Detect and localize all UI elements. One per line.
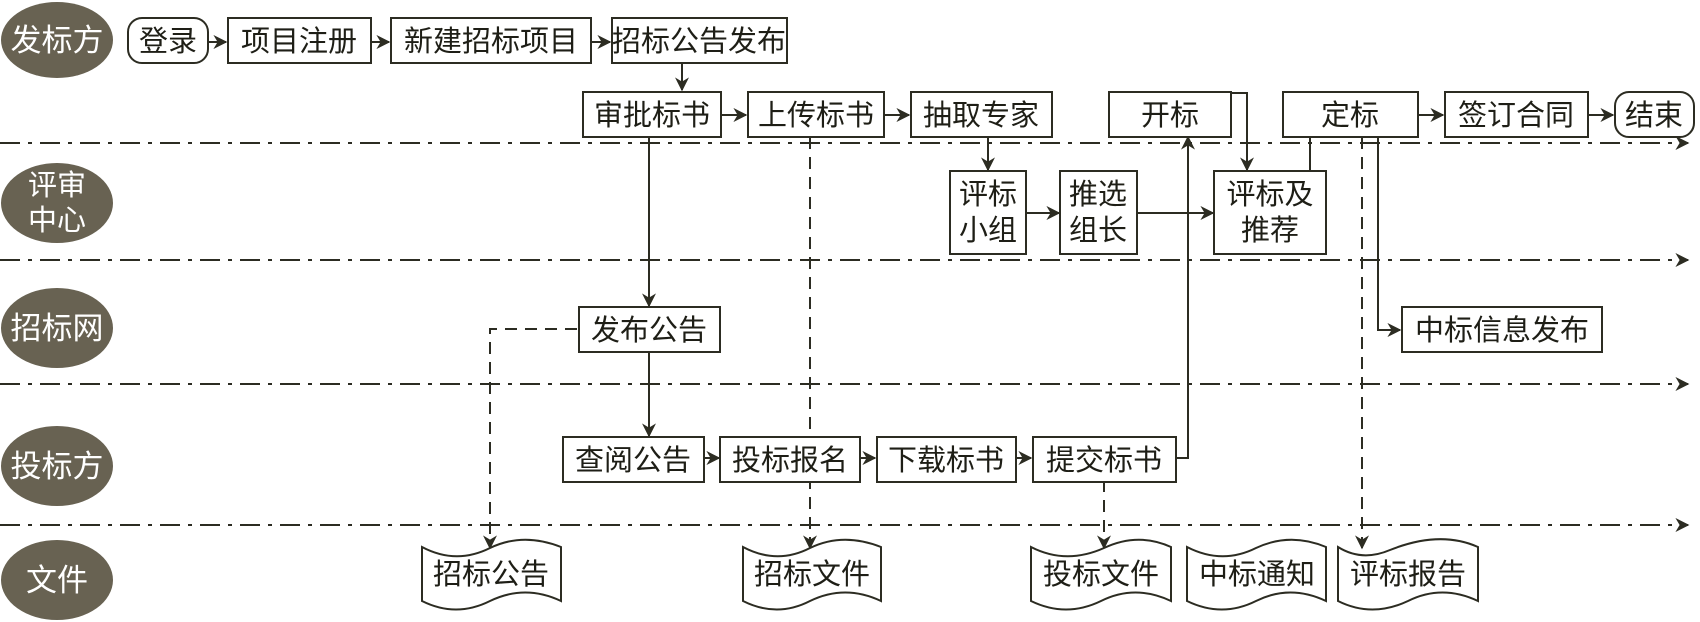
doc-label: 招标公告 [433,557,549,591]
lane-label: 投标方 [11,449,104,485]
node-project-register: 项目注册 [227,17,372,64]
lane-badge-documents: 文件 [1,540,113,620]
doc-label: 评标报告 [1350,557,1466,591]
node-view-notice: 查阅公告 [562,436,705,483]
dashed-post-to-notice-doc [483,328,577,550]
doc-bid: 投标文件 [1030,538,1172,611]
node-label: 投标报名 [732,443,848,477]
node-label: 定标 [1321,98,1379,132]
node-sign-contract: 签订合同 [1444,91,1589,138]
lane-label-line2: 中心 [28,203,86,237]
doc-eval-report: 评标报告 [1337,538,1479,611]
doc-label: 中标通知 [1199,557,1315,591]
node-end: 结束 [1614,91,1695,138]
node-label: 签订合同 [1458,98,1574,132]
node-upload-doc: 上传标书 [747,91,885,138]
node-publish-notice: 招标公告发布 [611,17,788,64]
node-label-line2: 推荐 [1241,213,1299,247]
node-award: 定标 [1282,91,1419,138]
node-label: 项目注册 [241,24,357,58]
node-label: 开标 [1141,98,1199,132]
node-label: 提交标书 [1046,443,1162,477]
arrow-award-to-winner-info [1377,137,1402,337]
node-label-line1: 推选 [1069,177,1127,211]
node-label: 登录 [139,24,197,58]
node-label-line1: 评标及 [1226,177,1313,211]
node-register-bid: 投标报名 [719,436,861,483]
doc-label: 投标文件 [1043,557,1159,591]
lane-badge-issuer: 发标方 [1,2,113,78]
lane-separators [0,136,1690,532]
node-label: 结束 [1625,98,1683,132]
node-post-notice: 发布公告 [578,306,721,353]
doc-notice: 招标公告 [421,538,562,611]
doc-award-notice: 中标通知 [1186,538,1327,611]
node-label: 查阅公告 [575,443,691,477]
node-login: 登录 [127,17,209,64]
node-eval-recommend: 评标及 推荐 [1213,170,1327,255]
lane-label: 文件 [26,563,88,599]
node-label: 上传标书 [758,98,874,132]
node-label: 下载标书 [888,443,1004,477]
arrow-open-to-eval [1231,92,1254,172]
node-approve-doc: 审批标书 [582,91,722,138]
node-winner-info: 中标信息发布 [1401,306,1603,353]
doc-tender: 招标文件 [742,538,882,611]
node-label: 中标信息发布 [1415,313,1589,347]
node-label-line2: 小组 [959,213,1017,247]
node-label: 新建招标项目 [404,24,578,58]
lane-badge-review-center: 评审 中心 [1,163,113,243]
lane-badge-bidder: 投标方 [1,426,113,506]
doc-label: 招标文件 [754,557,870,591]
node-submit-bid: 提交标书 [1032,436,1177,483]
node-draw-experts: 抽取专家 [910,91,1053,138]
arrow-submit-to-open [1176,135,1195,459]
lane-badge-bidding-site: 招标网 [1,288,113,368]
node-label: 审批标书 [594,98,710,132]
node-label: 发布公告 [591,313,707,347]
node-open-bids: 开标 [1108,91,1232,138]
node-eval-group: 评标 小组 [949,170,1027,255]
node-label: 抽取专家 [923,98,1039,132]
node-label-line2: 组长 [1069,213,1127,247]
node-label-line1: 评标 [959,177,1017,211]
node-new-project: 新建招标项目 [390,17,592,64]
lane-label: 招标网 [11,311,104,347]
node-download-doc: 下载标书 [876,436,1017,483]
lane-label-line1: 评审 [28,168,86,202]
lane-label: 发标方 [11,23,104,59]
node-elect-leader: 推选 组长 [1059,170,1138,255]
node-label: 招标公告发布 [612,24,786,58]
